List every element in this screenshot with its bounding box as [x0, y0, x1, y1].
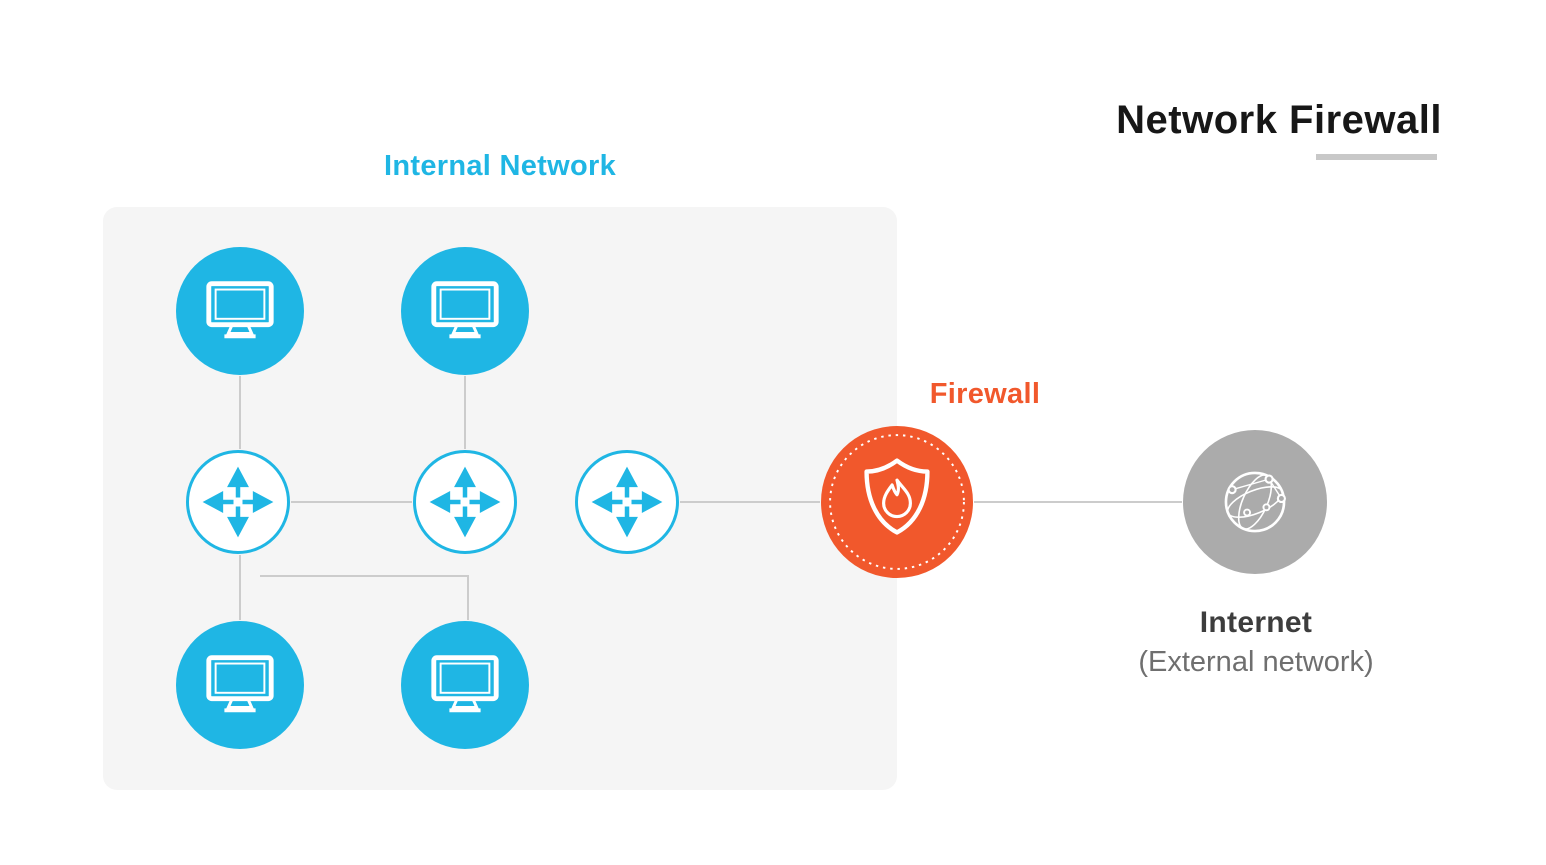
internet-label: Internet	[1199, 606, 1313, 639]
router-arrows-icon	[429, 466, 501, 538]
title-underline	[1316, 154, 1437, 160]
router-arrows-icon	[591, 466, 663, 538]
internal-network-label: Internal Network	[383, 150, 616, 182]
internet-node	[1183, 430, 1327, 574]
monitor-icon	[206, 655, 274, 713]
monitor-icon	[206, 281, 274, 339]
computer-node-3	[176, 621, 304, 749]
internet-sublabel: (External network)	[1138, 646, 1374, 678]
router-node-2	[413, 450, 517, 554]
computer-node-2	[401, 247, 529, 375]
monitor-icon	[431, 281, 499, 339]
computer-node-1	[176, 247, 304, 375]
router-node-3	[575, 450, 679, 554]
computer-node-4	[401, 621, 529, 749]
monitor-icon	[431, 655, 499, 713]
internet-labels: Internet (External network)	[1103, 606, 1409, 679]
firewall-label: Firewall	[929, 378, 1041, 410]
globe-network-icon	[1224, 471, 1286, 533]
router-node-1	[186, 450, 290, 554]
router-arrows-icon	[202, 466, 274, 538]
firewall-node	[821, 426, 973, 578]
shield-flame-icon	[829, 434, 965, 570]
page-title: Network Firewall	[1116, 98, 1442, 142]
